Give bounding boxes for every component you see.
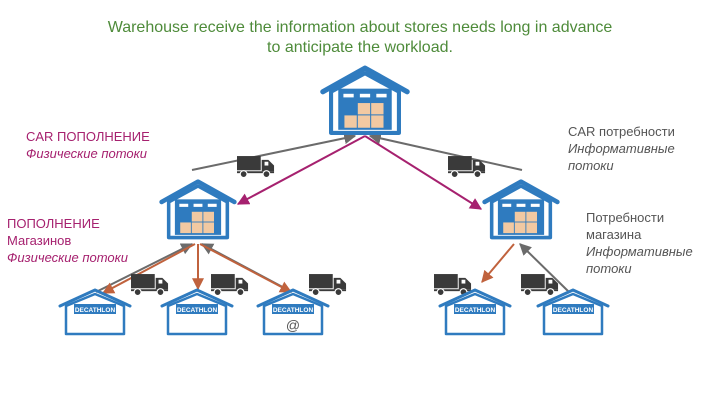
truck-icon bbox=[237, 155, 275, 178]
store-needs-label: Потребности магазина Информативные поток… bbox=[586, 209, 693, 277]
store-brand-text: DECATHLON bbox=[553, 307, 594, 314]
store-5: DECATHLON bbox=[536, 288, 610, 336]
store-supply-label: ПОПОЛНЕНИЕ Магазинов Физические потоки bbox=[7, 215, 128, 266]
truck-icon bbox=[211, 273, 249, 296]
store-supply-arrow-3 bbox=[199, 243, 293, 293]
central-warehouse-icon bbox=[323, 68, 407, 133]
car-supply-title: CAR ПОПОЛНЕНИЕ bbox=[26, 129, 150, 144]
store-needs-title-2: магазина bbox=[586, 227, 642, 242]
store-needs-subtitle-1: Информативные bbox=[586, 244, 693, 259]
store-brand-text: DECATHLON bbox=[273, 307, 314, 314]
info-arrow-store5 bbox=[519, 243, 570, 293]
store-supply-title: ПОПОЛНЕНИЕ bbox=[7, 216, 100, 231]
store-1: DECATHLON bbox=[58, 288, 132, 336]
store-2: DECATHLON bbox=[160, 288, 234, 336]
store-supply-subtitle-1: Магазинов bbox=[7, 233, 72, 248]
store-needs-subtitle-2: потоки bbox=[586, 261, 632, 276]
car-needs-label: CAR потребности Информативные потоки bbox=[568, 123, 675, 174]
headline: Warehouse receive the information about … bbox=[90, 18, 630, 58]
headline-line-2: to anticipate the workload. bbox=[267, 39, 453, 56]
info-arrow-car-needs-right bbox=[368, 132, 523, 171]
supply-arrow-left bbox=[236, 135, 366, 205]
headline-line-1: Warehouse receive the information about … bbox=[107, 19, 613, 36]
car-needs-title: CAR потребности bbox=[568, 124, 675, 139]
truck-icon bbox=[434, 273, 472, 296]
supply-arrow-right bbox=[364, 135, 483, 210]
regional-warehouse-left-icon bbox=[162, 182, 235, 238]
store-needs-title-1: Потребности bbox=[586, 210, 665, 225]
car-supply-label: CAR ПОПОЛНЕНИЕ Физические потоки bbox=[26, 128, 150, 162]
car-needs-subtitle-1: Информативные bbox=[568, 141, 675, 156]
truck-icon bbox=[309, 273, 347, 296]
store-supply-arrow-1 bbox=[101, 243, 196, 294]
store-online: DECATHLON @ bbox=[256, 288, 330, 336]
car-supply-subtitle: Физические потоки bbox=[26, 146, 148, 161]
store-supply-arrow-4 bbox=[481, 243, 515, 283]
store-brand-text: DECATHLON bbox=[75, 307, 116, 314]
store-brand-text: DECATHLON bbox=[455, 307, 496, 314]
truck-icon bbox=[448, 155, 486, 178]
store-supply-subtitle-2: Физические потоки bbox=[7, 250, 129, 265]
store-brand-text: DECATHLON bbox=[177, 307, 218, 314]
truck-icon bbox=[521, 273, 559, 296]
store-4: DECATHLON bbox=[438, 288, 512, 336]
online-at-symbol: @ bbox=[286, 317, 300, 333]
truck-icon bbox=[131, 273, 169, 296]
car-needs-subtitle-2: потоки bbox=[568, 158, 614, 173]
regional-warehouse-right-icon bbox=[485, 182, 558, 238]
info-arrow-car-needs-left bbox=[191, 132, 357, 171]
